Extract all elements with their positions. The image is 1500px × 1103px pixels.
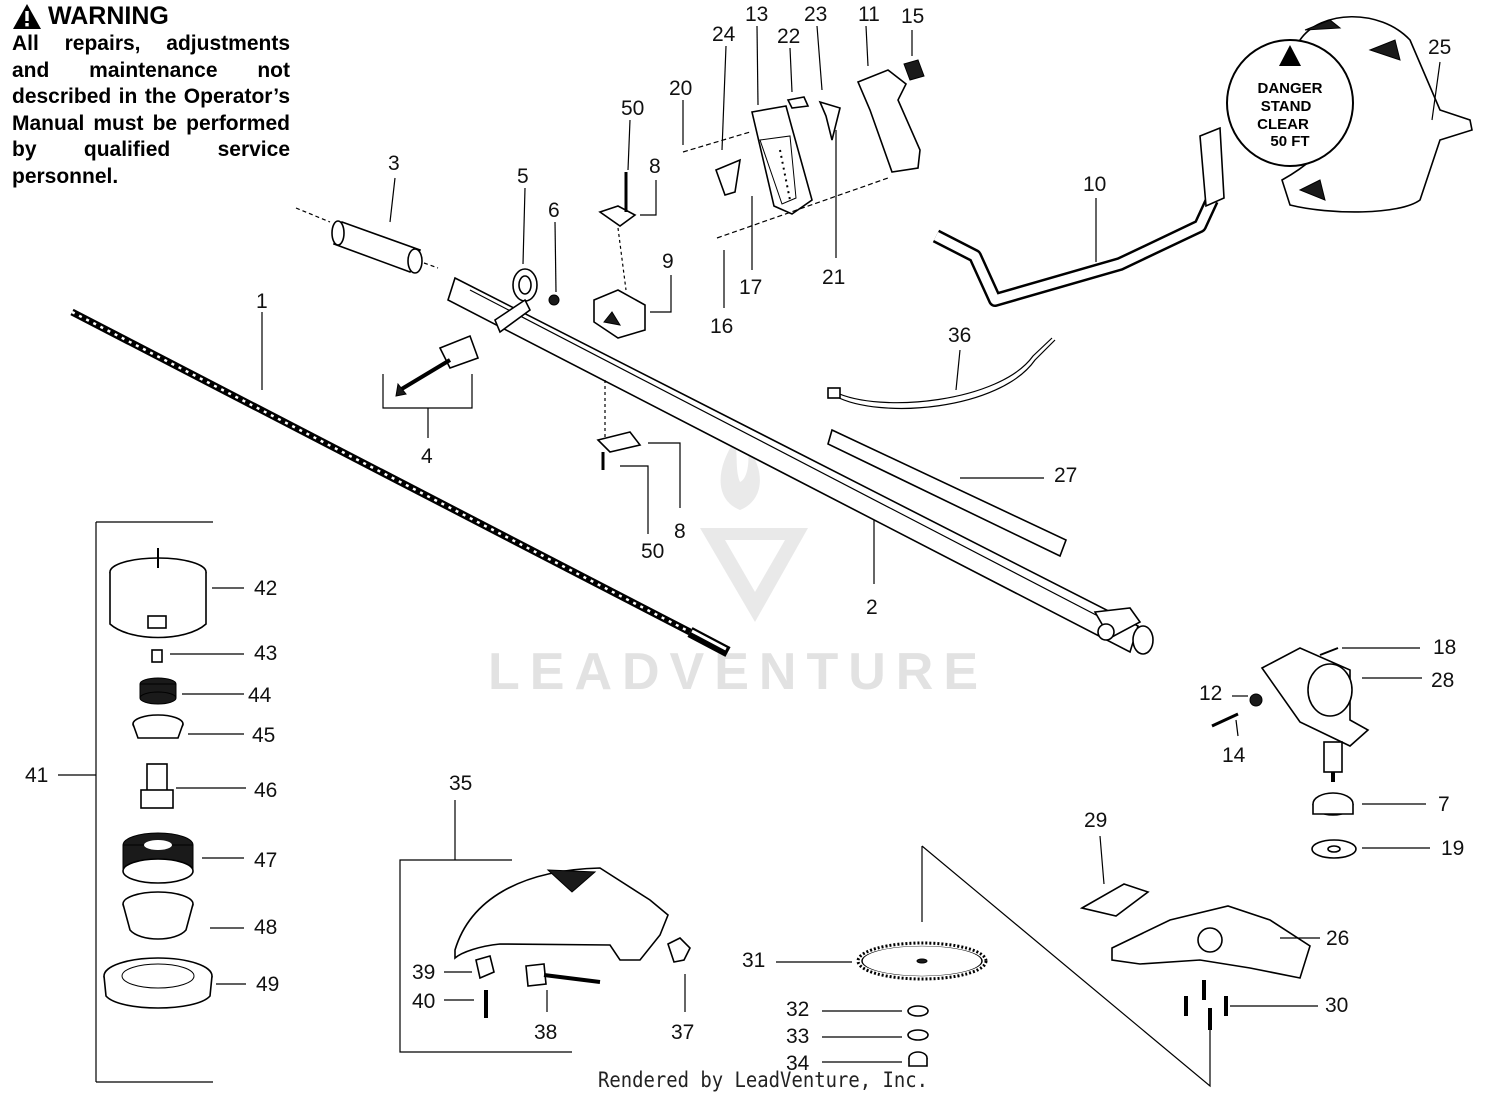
clamp-part (494, 268, 560, 334)
callout-18: 18 (1433, 636, 1456, 659)
callout-16: 16 (710, 315, 733, 338)
grip-sleeve-part (295, 207, 439, 274)
warning-title-text: WARNING (48, 2, 169, 30)
callout-28: 28 (1431, 669, 1454, 692)
callout-50-bottom: 50 (641, 540, 664, 563)
callout-2: 2 (866, 596, 878, 619)
callout-29: 29 (1084, 809, 1107, 832)
callout-21: 21 (822, 266, 845, 289)
gearhead-part (1211, 647, 1370, 782)
handle-grip-part (856, 59, 925, 173)
warning-title: WARNING (12, 2, 290, 31)
callout-8-bottom: 8 (674, 520, 686, 543)
callout-36: 36 (948, 324, 971, 347)
callout-31: 31 (742, 949, 765, 972)
callout-48: 48 (254, 916, 277, 939)
callout-6: 6 (548, 199, 560, 222)
callout-47: 47 (254, 849, 277, 872)
footer-credit: Rendered by LeadVenture, Inc. (598, 1068, 928, 1092)
callout-7: 7 (1438, 793, 1450, 816)
callout-40: 40 (412, 990, 435, 1013)
callout-15: 15 (901, 5, 924, 28)
callout-10: 10 (1083, 173, 1106, 196)
callout-25: 25 (1428, 36, 1451, 59)
screw-set (1184, 980, 1228, 1030)
throttle-housing-part (682, 96, 889, 239)
warning-text: All repairs, adjustments and maintenance… (12, 32, 290, 188)
saw-blade-part (856, 941, 988, 981)
bolt-part (140, 763, 174, 809)
callout-14: 14 (1222, 744, 1246, 767)
drive-cable-part (70, 308, 731, 657)
blade-washers-part (907, 1005, 929, 1067)
foam-grip-part (827, 428, 1068, 558)
callout-23: 23 (804, 3, 827, 26)
deflector-shield-part (454, 867, 691, 1018)
washer-part (1311, 839, 1357, 859)
callout-37: 37 (671, 1021, 694, 1044)
callout-20: 20 (669, 77, 692, 100)
spring-part (139, 677, 177, 705)
callout-22: 22 (777, 25, 800, 48)
callout-39: 39 (412, 961, 435, 984)
callout-41: 41 (25, 764, 48, 787)
spool-part (122, 832, 194, 884)
callout-13: 13 (745, 3, 768, 26)
callout-12: 12 (1199, 682, 1222, 705)
callout-1: 1 (256, 290, 268, 313)
callout-26: 26 (1326, 927, 1349, 950)
callout-27: 27 (1054, 464, 1077, 487)
warning-box: WARNING All repairs, adjustments and mai… (12, 2, 290, 190)
callout-leader-lines (58, 25, 1441, 1088)
trimmer-head-kit (95, 521, 213, 1083)
danger-label-line3: CLEAR (1257, 116, 1309, 133)
callout-38: 38 (534, 1021, 557, 1044)
clip-part (151, 649, 163, 663)
warning-triangle-icon (13, 4, 41, 29)
callout-5: 5 (517, 165, 529, 188)
housing-part (122, 891, 194, 940)
callout-33: 33 (786, 1025, 809, 1048)
callout-4: 4 (421, 445, 433, 468)
danger-label-line1: DANGER (1257, 80, 1322, 97)
watermark-logo (700, 440, 808, 622)
callout-19: 19 (1441, 837, 1464, 860)
watermark-text: LEADVENTURE (488, 643, 989, 701)
danger-triangle-icon (1279, 45, 1301, 66)
blade-shield-part (1079, 883, 1311, 1030)
adapter-part (1312, 792, 1354, 816)
loop-handle-part (932, 126, 1225, 307)
callout-44: 44 (248, 684, 272, 707)
knob-bolt-part (395, 334, 480, 397)
callout-43: 43 (254, 642, 277, 665)
callout-9: 9 (662, 250, 674, 273)
callout-24: 24 (712, 23, 736, 46)
callout-3: 3 (388, 152, 400, 175)
callout-17: 17 (739, 276, 762, 299)
callout-8-top: 8 (649, 155, 661, 178)
callout-50-top: 50 (621, 97, 644, 120)
callout-35: 35 (449, 772, 472, 795)
callout-45: 45 (252, 724, 275, 747)
wire-harness-part (827, 337, 1056, 409)
danger-label-line2: STAND (1261, 98, 1312, 115)
retainer-part (132, 714, 184, 739)
danger-label-line4: 50 FT (1270, 133, 1309, 150)
trimmer-head-cover-part (109, 548, 207, 639)
callout-30: 30 (1325, 994, 1348, 1017)
callout-numbers: 1 2 3 4 5 6 7 8 8 9 10 11 12 13 14 15 16… (25, 3, 1464, 1075)
callout-32: 32 (786, 998, 809, 1021)
callout-49: 49 (256, 973, 279, 996)
handle-base-part (593, 172, 646, 470)
callout-42: 42 (254, 577, 277, 600)
ring-part (103, 957, 213, 1009)
callout-46: 46 (254, 779, 277, 802)
callout-34: 34 (786, 1052, 810, 1075)
harness-strap-part: DANGER STAND CLEAR 50 FT (1226, 15, 1473, 213)
shaft-tube-part (447, 276, 1154, 655)
callout-11: 11 (858, 3, 880, 26)
